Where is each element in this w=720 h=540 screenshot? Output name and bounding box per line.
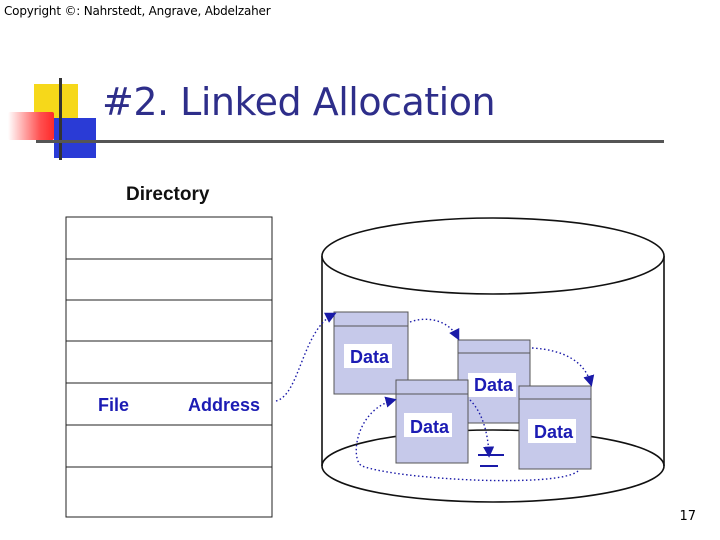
slide-title: #2. Linked Allocation bbox=[102, 80, 496, 124]
title-underline bbox=[36, 140, 664, 143]
address-row-label: Address bbox=[188, 395, 260, 415]
address-to-block1-arrow bbox=[275, 312, 337, 402]
page-number: 17 bbox=[679, 509, 696, 524]
data-block-1-label: Data bbox=[350, 347, 390, 367]
decor-red-gradient bbox=[8, 112, 54, 140]
data-block-3-label: Data bbox=[410, 417, 450, 437]
decor-vertical-line bbox=[59, 78, 62, 160]
data-block-1: Data bbox=[333, 311, 409, 395]
file-row-label: File bbox=[98, 395, 129, 415]
data-block-2: Data bbox=[457, 339, 531, 424]
data-block-2-label: Data bbox=[474, 375, 514, 395]
block3-to-null-arrow bbox=[469, 399, 495, 458]
data-block-4-label: Data bbox=[534, 422, 574, 442]
data-block-3: Data bbox=[395, 379, 469, 464]
block1-to-block2-arrow bbox=[409, 318, 460, 341]
copyright-notice: Copyright ©: Nahrstedt, Angrave, Abdelza… bbox=[4, 4, 271, 18]
data-block-4: Data bbox=[518, 385, 592, 470]
directory-table bbox=[65, 216, 273, 518]
block2-to-block4-arrow bbox=[531, 347, 595, 387]
null-terminator-icon bbox=[478, 454, 504, 467]
directory-label: Directory bbox=[126, 184, 210, 205]
